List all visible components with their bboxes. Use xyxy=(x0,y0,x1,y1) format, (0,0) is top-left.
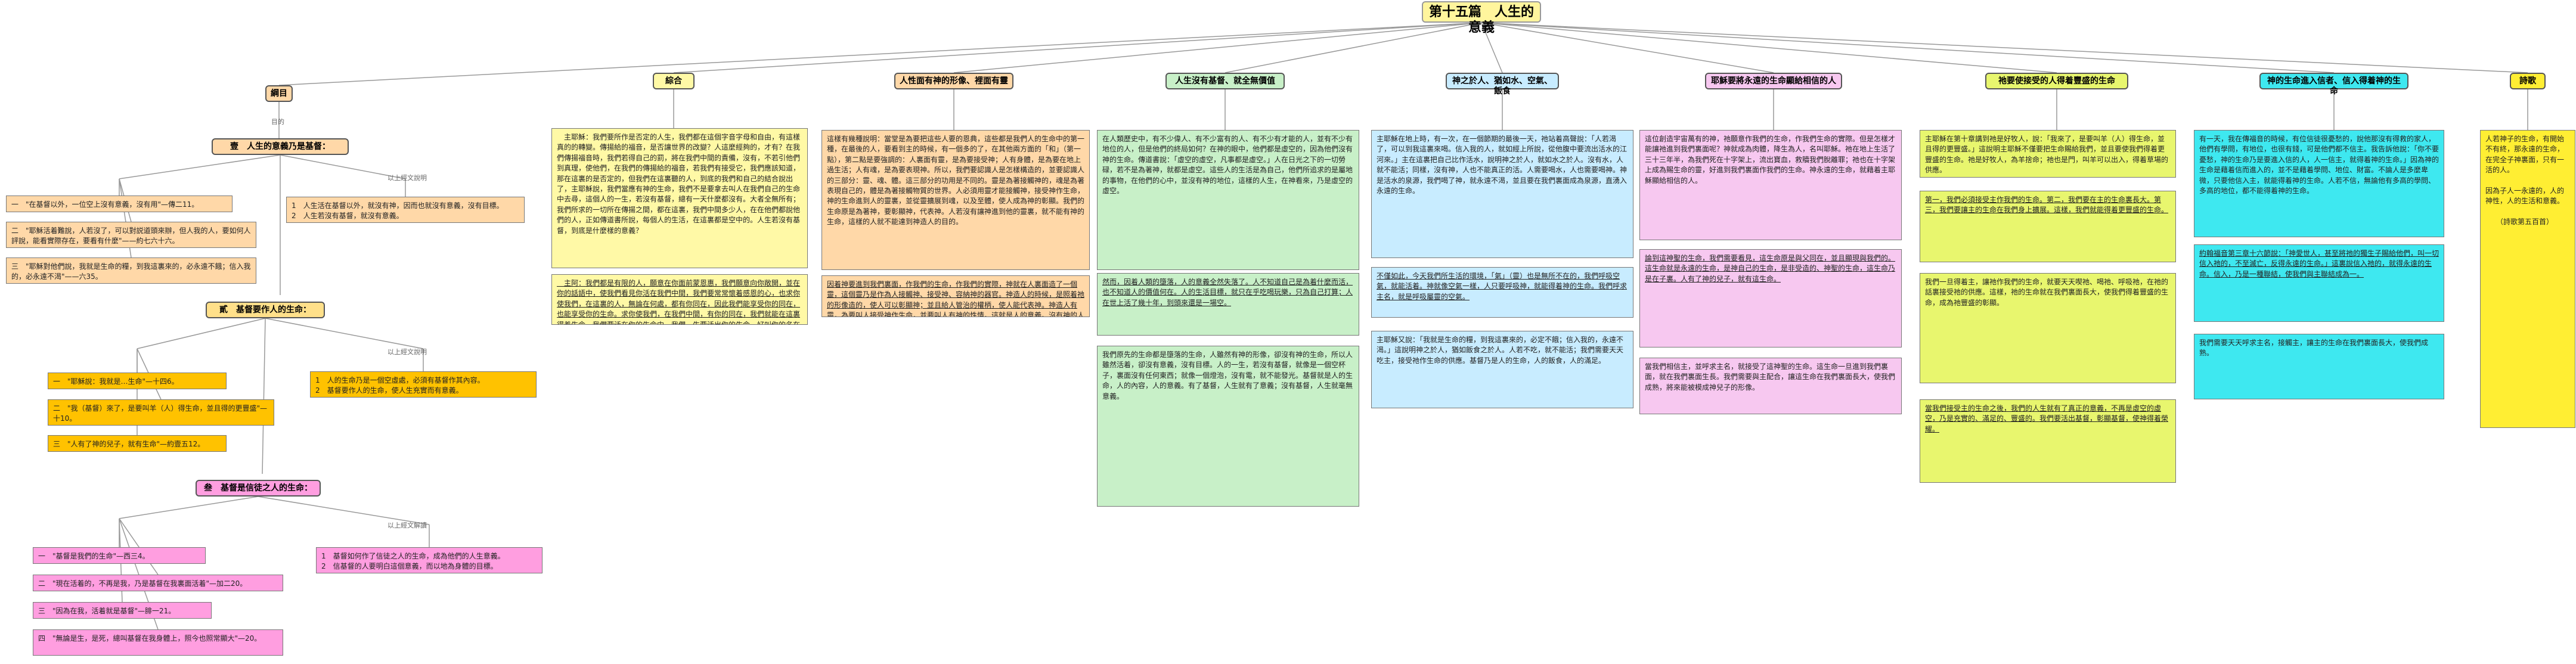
connector xyxy=(258,496,430,525)
section-one-node: 壹 人生的意義乃是基督： xyxy=(212,138,349,155)
sec1-leaf: 二 "耶穌活着難說，人若沒了，可以對説道頭來辦，但人我的人，要如何人評說，能看實… xyxy=(6,222,256,248)
connector xyxy=(673,22,1482,73)
sec3-leaf: 二 "現在活着的，不再是我，乃是基督在我裏面活着"—加二20。 xyxy=(33,575,283,591)
connector xyxy=(1481,22,1774,73)
column-6-text-block: 第一，我們必須接受主作我們的生命。第二，我們要在主的生命裏長大。第三，我們要讓主… xyxy=(1920,191,2176,262)
connector xyxy=(119,518,159,575)
column-1-text-block: 主阿：我們都是有限的人，願意在你面前蒙恩惠，我們願意向你敞開，並在你的話語中，使… xyxy=(551,274,808,325)
sec1-note-tag: 以上經文說明 xyxy=(388,174,427,182)
connector xyxy=(1225,22,1482,73)
outline-node: 綱目 xyxy=(265,85,293,102)
sec1-leaf: 三 "耶穌對他們說，我就是生命的糧，到我這裏來的，必永遠不餓；信入我的，必永遠不… xyxy=(6,257,256,284)
connector xyxy=(262,318,266,474)
column-1-text-block: 主耶穌：我們要所作是否定的人生，我們都在這個字音字母和自由，有這樣真的的轉變。傳… xyxy=(551,128,808,268)
column-3-text-block: 我們原先的生命都是墮落的生命，人雖然有神的形像，卻沒有神的生命，所以人雖然活着，… xyxy=(1097,346,1359,507)
sec2-note: 1 人的生命乃是一個空虛處，必須有基督作其內容。 2 基督要作人的生命，使人生充… xyxy=(310,371,537,398)
column-3-text-block: 在人類歷史中，有不少偉人、有不少富有的人、有不少有才能的人，並有不少有地位的人，… xyxy=(1097,130,1359,270)
connector xyxy=(137,318,266,349)
sec3-note-tag: 以上經文解讀 xyxy=(388,522,427,529)
column-header-3: 人生沒有基督、就全無價值 xyxy=(1165,73,1285,89)
column-header-8: 詩歌 xyxy=(2510,73,2546,89)
column-6-text-block: 主耶穌在第十章講到祂是好牧人，說：「我來了，是要叫羊（人）得生命，並且得的更豐盛… xyxy=(1920,130,2176,178)
connector xyxy=(280,154,406,179)
page-title: 第十五篇 人生的意義 xyxy=(1422,1,1541,35)
column-8-text-block: 人若神子的生命，有開始不有終，那永遠的生命，在完全子神裏面，只有一活的人。 因為… xyxy=(2480,130,2575,428)
column-7-text-block: 有一天，我在傳福音的時候，有位信徒很憂愁的，說他那沒有得救的家人，他們有學問，有… xyxy=(2194,130,2444,237)
column-5-text-block: 當我們相信主，並呼求主名，就接受了這神聖的生命。這生命一旦進到我們裏面，就在我們… xyxy=(1639,358,1902,414)
column-6-text-block: 當我們接受主的生命之後，我們的人生就有了真正的意義，不再是虛空的虛空，乃是充實的… xyxy=(1920,399,2176,483)
column-header-6: 祂要使接受的人得着豐盛的生命 xyxy=(1985,73,2128,89)
column-header-2: 人性面有神的形像、裡面有靈 xyxy=(894,73,1013,89)
column-header-1: 綜合 xyxy=(653,73,695,89)
sec3-leaf: 一 "基督是我們的生命"—西三4。 xyxy=(33,547,206,564)
connector xyxy=(953,22,1482,73)
connector xyxy=(1481,22,2057,73)
connector xyxy=(119,496,259,519)
purpose-tag: 目的 xyxy=(271,118,284,126)
column-5-text-block: 這位創造宇宙萬有的神，祂願意作我們的生命，作我們生命的實際。但是怎樣才能讓祂進到… xyxy=(1639,130,1902,240)
column-header-5: 耶穌要將永遠的生命顯給相信的人 xyxy=(1705,73,1842,89)
column-7-text-block: 約翰福音第三章十六節說：「神愛世人，甚至將祂的獨生子賜給他們，叫一切信入祂的，不… xyxy=(2194,244,2444,322)
sec3-leaf: 三 "因為在我，活着就是基督"—腓一21。 xyxy=(33,602,212,619)
column-header-7: 神的生命進入信者、信入得着神的生命 xyxy=(2259,73,2408,96)
column-6-text-block: 我們一旦得着主，讓祂作我們的生命，就要天天喫祂、喝祂、呼吸祂，在祂的話裏接受祂的… xyxy=(1920,273,2176,383)
column-3-text-block: 然而，因着人類的墮落，人的意義全然失落了。人不知道自己是為着什麼而活，也不知道人… xyxy=(1097,273,1359,336)
column-5-text-block: 論到這神聖的生命，我們需要看見，這生命原是與父同在，並且顯現與我們的。這生命就是… xyxy=(1639,249,1902,347)
column-7-text-block: 我們需要天天呼求主名，接觸主，讓主的生命在我們裏面長大，使我們成熟。 xyxy=(2194,334,2444,399)
sec2-leaf: 一 "耶穌說：我就是…生命"—十四6。 xyxy=(48,373,227,389)
sec1-leaf: 一 "在基督以外，一位空上沒有意義，沒有用"—傳二11。 xyxy=(6,196,233,212)
column-2-text-block: 這樣有幾種說明：當堂是為要把這些人要的恩典，這些都是我們人的生命中的第一種，在最… xyxy=(822,130,1090,270)
connector xyxy=(1481,22,2335,73)
sec3-note: 1 基督如何作了信徒之人的生命，成為他們的人生意義。 2 信基督的人要明白這個意… xyxy=(316,547,543,573)
column-4-text-block: 不僅如此，今天我們所生活的環境，「氣」（靈）也是無所不在的，我們呼吸空氣，就能活… xyxy=(1371,267,1633,318)
sec1-note: 1 人生活在基督以外，就沒有神，因而也就沒有意義，沒有目標。 2 人生若沒有基督… xyxy=(286,197,525,223)
connector xyxy=(119,154,281,179)
sec2-leaf: 三 "人有了神的兒子，就有生命"—約壹五12。 xyxy=(48,435,227,452)
section-two-node: 貳 基督要作人的生命： xyxy=(206,302,325,318)
connector xyxy=(1481,22,2528,73)
column-4-text-block: 主耶穌在地上時，有一次，在一個節期的最後一天，祂站着高聲說：「人若渴了，可以到我… xyxy=(1371,130,1633,258)
connector xyxy=(278,22,1482,86)
section-three-node: 叁 基督是信徒之人的生命： xyxy=(196,480,321,497)
column-header-4: 神之於人、猶如水、空氣、飯食 xyxy=(1446,73,1559,96)
sec2-leaf: 二 "我（基督）來了，是要叫羊（人）得生命，並且得的更豐盛"—十10。 xyxy=(48,399,274,426)
column-2-text-block: 因着神要進到我們裏面，作我們的生命，作我們的實際，神就在人裏面造了一個靈，這個靈… xyxy=(822,275,1090,317)
sec2-note-tag: 以上經文說明 xyxy=(388,348,427,356)
connector xyxy=(1481,22,1503,73)
connector xyxy=(265,318,424,349)
column-4-text-block: 主耶穌又說：「我就是生命的糧，到我這裏來的，必定不餓；信入我的，永遠不渴。」這說… xyxy=(1371,331,1633,408)
sec3-leaf: 四 "無論是生，是死，總叫基督在我身體上，照今也照常顯大"—20。 xyxy=(33,629,283,656)
